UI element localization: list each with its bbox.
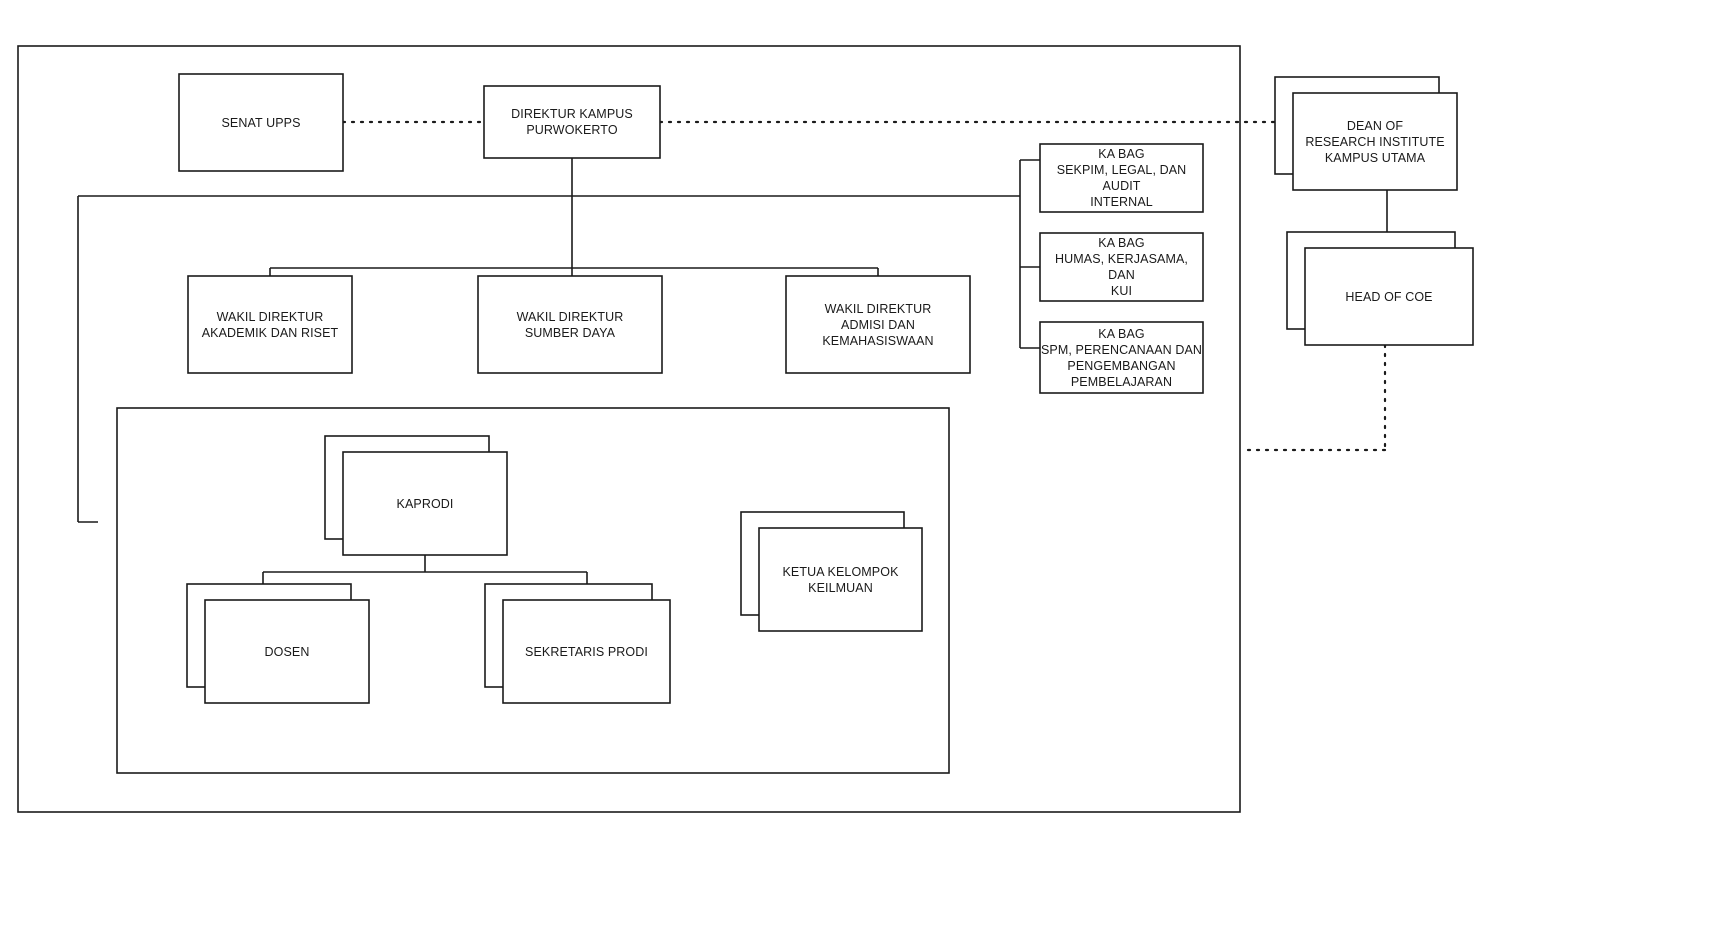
prodi-group-frame xyxy=(116,407,950,774)
node-sekretaris-prodi[interactable] xyxy=(502,599,671,704)
node-kaprodi[interactable] xyxy=(342,451,508,556)
containers-layer xyxy=(17,45,1241,813)
kampus-purwokerto-frame xyxy=(17,45,1241,813)
node-dosen[interactable] xyxy=(204,599,370,704)
connectors-layer xyxy=(77,120,1388,600)
node-ka-bag-spm[interactable] xyxy=(1039,321,1204,394)
boxes-layer xyxy=(178,73,1474,704)
node-head-of-coe[interactable] xyxy=(1304,247,1474,346)
node-wakil-direktur-akademik[interactable] xyxy=(187,275,353,374)
node-senat-upps[interactable] xyxy=(178,73,344,172)
node-dean-of-research[interactable] xyxy=(1292,92,1458,191)
node-wakil-direktur-admisi[interactable] xyxy=(785,275,971,374)
node-direktur-kampus[interactable] xyxy=(483,85,661,159)
node-ka-bag-humas[interactable] xyxy=(1039,232,1204,302)
node-ka-bag-sekpim[interactable] xyxy=(1039,143,1204,213)
node-wakil-direktur-sumber-daya[interactable] xyxy=(477,275,663,374)
node-ketua-kelompok-keilmuan[interactable] xyxy=(758,527,923,632)
